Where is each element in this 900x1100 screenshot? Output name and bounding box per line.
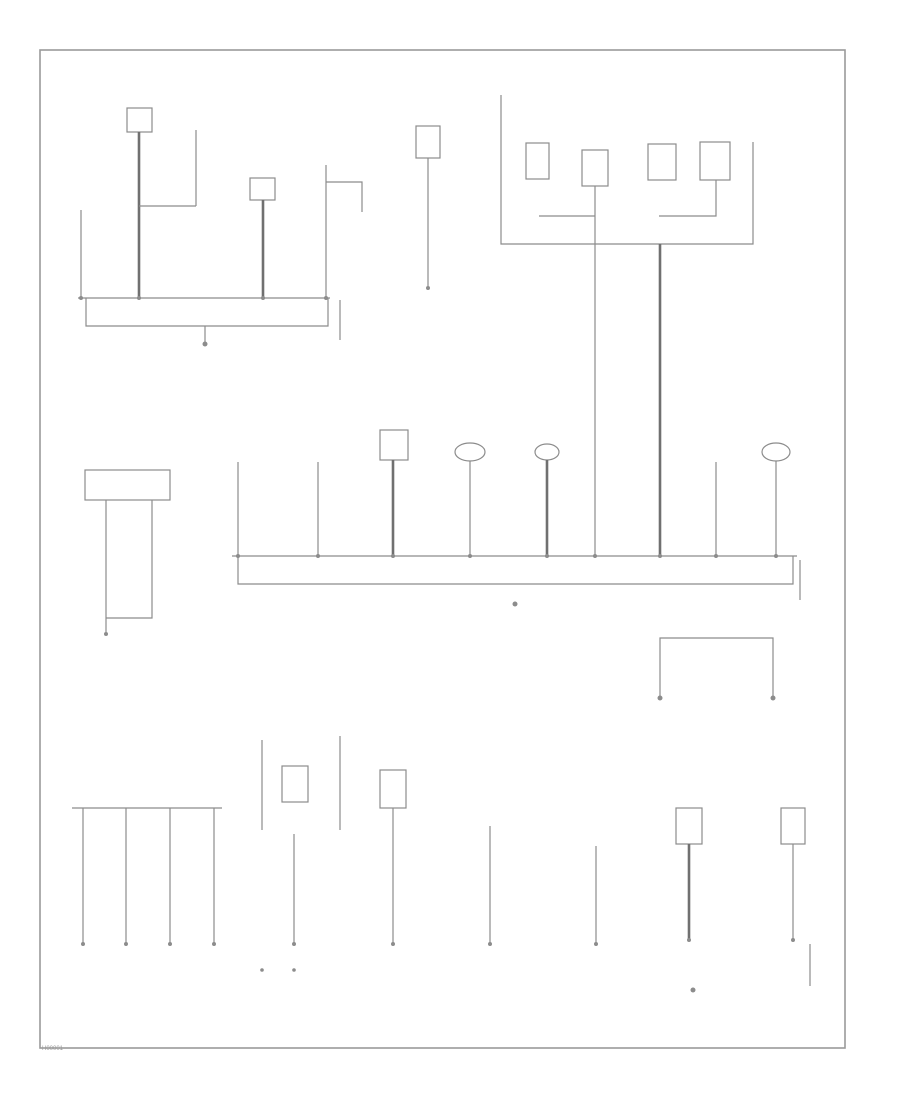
right-split-grounds xyxy=(657,637,776,701)
middle-ground-bus xyxy=(232,429,801,607)
component-oval xyxy=(534,443,560,461)
component-box xyxy=(675,807,703,845)
top-center-ground xyxy=(415,125,441,290)
component-box xyxy=(581,149,609,187)
bottom-left-ground-group xyxy=(72,736,341,972)
component-box xyxy=(699,141,731,181)
component-box xyxy=(379,769,407,809)
component-oval xyxy=(454,442,486,462)
left-module-ground xyxy=(84,469,171,636)
component-oval xyxy=(761,442,791,462)
bottom-center-grounds xyxy=(379,769,598,946)
figure-id: H00001 xyxy=(42,1046,64,1052)
component-box xyxy=(415,125,441,159)
component-box xyxy=(281,765,309,803)
top-right-module-group xyxy=(500,95,754,556)
bottom-right-grounds xyxy=(675,807,811,993)
component-box xyxy=(647,143,677,181)
component-box xyxy=(379,429,409,461)
component-box xyxy=(84,469,171,501)
component-box xyxy=(249,177,276,201)
diagram-border xyxy=(39,49,846,1049)
component-box xyxy=(525,142,550,180)
component-box xyxy=(780,807,806,845)
component-box xyxy=(126,107,153,133)
top-left-ground-group xyxy=(78,107,363,347)
